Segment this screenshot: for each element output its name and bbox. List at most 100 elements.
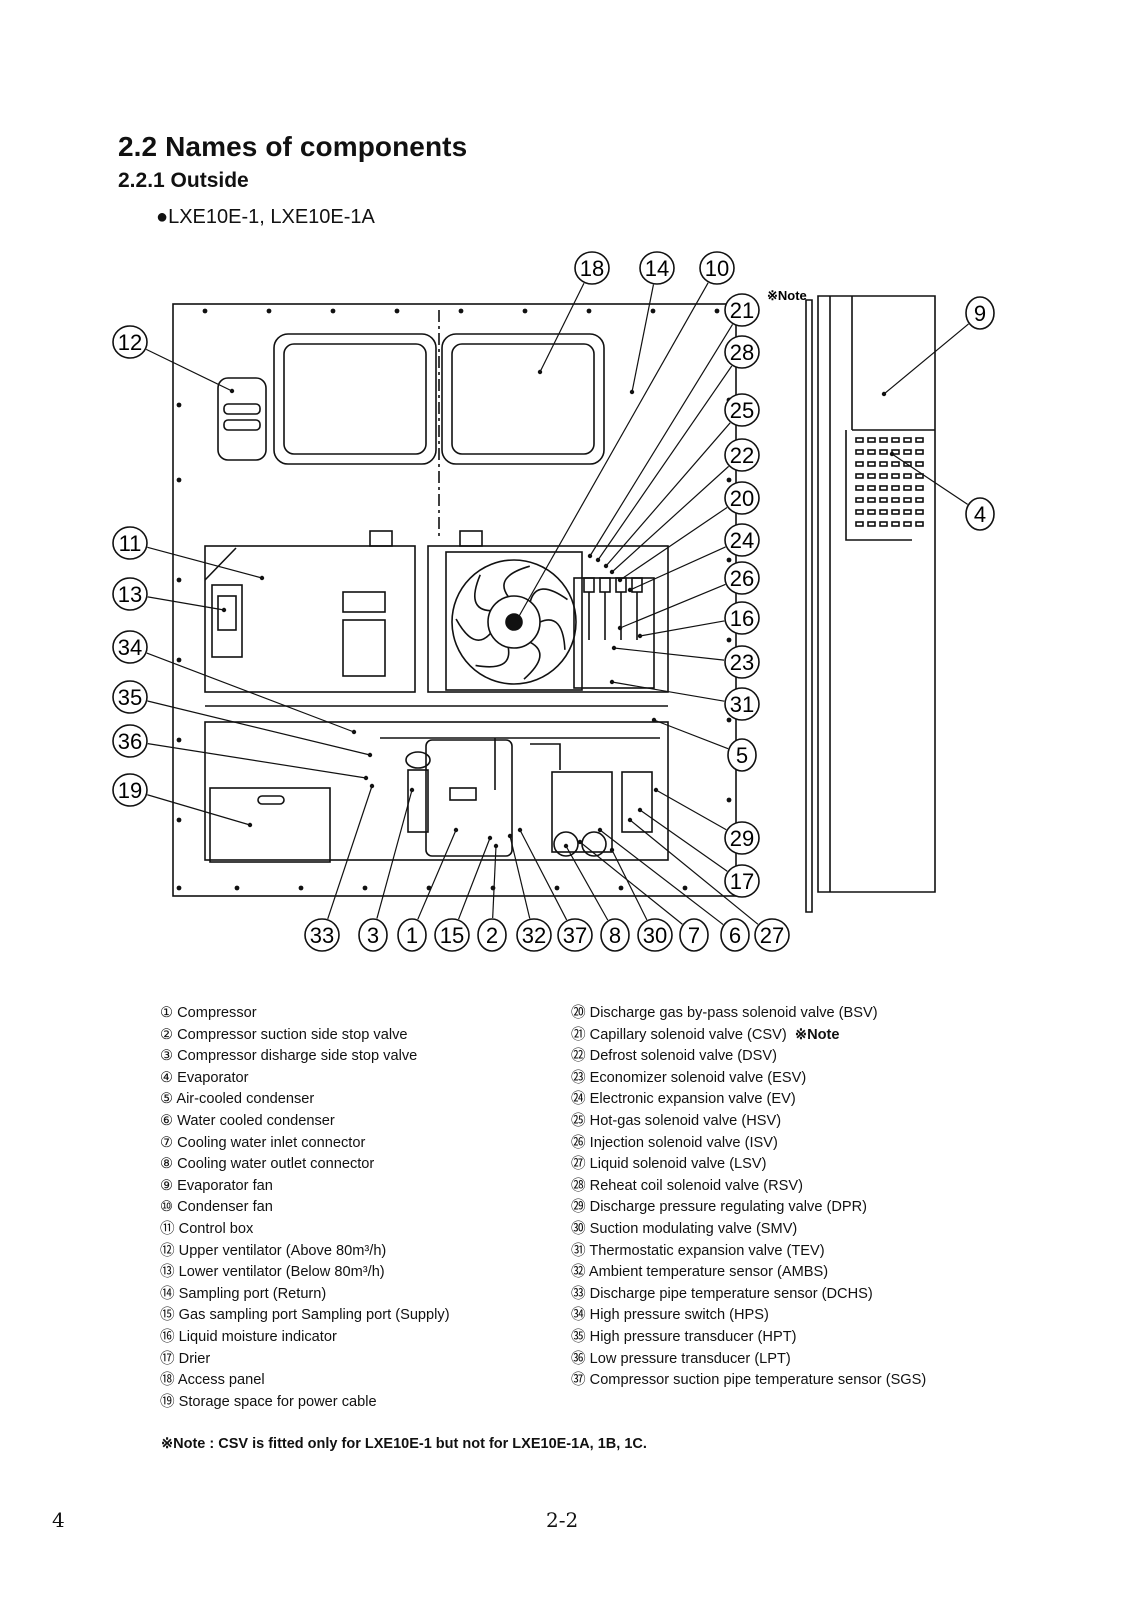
list-item: ㉔ Electronic expansion valve (EV) — [571, 1091, 796, 1108]
callout-30: 30 — [637, 918, 673, 952]
list-item: ⑱ Access panel — [160, 1372, 265, 1389]
list-item: ㉙ Discharge pressure regulating valve (D… — [571, 1199, 868, 1216]
list-item: ㉖ Injection solenoid valve (ISV) — [571, 1134, 778, 1151]
callout-23: 23 — [724, 645, 760, 679]
list-item: ㉗ Liquid solenoid valve (LSV) — [571, 1156, 767, 1173]
callout-2: 2 — [477, 918, 507, 952]
svg-text:10: 10 — [705, 256, 729, 281]
callout-3: 3 — [358, 918, 388, 952]
callout-1: 1 — [397, 918, 427, 952]
upper-ventilator — [217, 377, 267, 461]
svg-text:3: 3 — [367, 923, 379, 948]
control-box — [204, 545, 416, 693]
list-item: ⑯ Liquid moisture indicator — [160, 1328, 337, 1345]
front-panel — [172, 303, 737, 897]
component-list-left: ① Compressor ② Compressor suction side s… — [160, 1003, 450, 1413]
list-item: ㉑ Capillary solenoid valve (CSV) ※Note — [571, 1026, 840, 1043]
svg-text:16: 16 — [730, 606, 754, 631]
svg-text:29: 29 — [730, 826, 754, 851]
callout-32: 32 — [516, 918, 552, 952]
svg-text:18: 18 — [580, 256, 604, 281]
svg-text:24: 24 — [730, 528, 754, 553]
svg-text:35: 35 — [118, 685, 142, 710]
callout-37: 37 — [557, 918, 593, 952]
svg-text:8: 8 — [609, 923, 621, 948]
svg-text:6: 6 — [729, 923, 741, 948]
svg-text:25: 25 — [730, 398, 754, 423]
callout-26: 26 — [724, 561, 760, 595]
list-item: ⑰ Drier — [160, 1350, 211, 1367]
callout-9: 9 — [965, 296, 995, 330]
svg-text:7: 7 — [688, 923, 700, 948]
list-item: ㊱ Low pressure transducer (LPT) — [571, 1350, 791, 1367]
list-item: ㉘ Reheat coil solenoid valve (RSV) — [571, 1177, 803, 1194]
callout-35: 35 — [112, 680, 148, 714]
svg-text:32: 32 — [522, 923, 546, 948]
svg-text:37: 37 — [563, 923, 587, 948]
callout-12: 12 — [112, 325, 148, 359]
callout-19: 19 — [112, 773, 148, 807]
callout-20: 20 — [724, 481, 760, 515]
svg-text:5: 5 — [736, 743, 748, 768]
svg-text:28: 28 — [730, 340, 754, 365]
callout-31: 31 — [724, 687, 760, 721]
list-item: ⑳ Discharge gas by-pass solenoid valve (… — [571, 1005, 878, 1021]
svg-text:33: 33 — [310, 923, 334, 948]
diagram-note-label: ※Note — [767, 288, 807, 303]
list-item: ⑩ Condenser fan — [160, 1199, 273, 1216]
side-view — [817, 295, 936, 893]
list-item: ⑲ Storage space for power cable — [160, 1393, 377, 1410]
callout-25: 25 — [724, 393, 760, 427]
list-item: ⑪ Control box — [160, 1220, 254, 1237]
callout-33: 33 — [304, 918, 340, 952]
callout-5: 5 — [727, 738, 757, 772]
condenser-fan — [451, 559, 577, 685]
svg-text:22: 22 — [730, 443, 754, 468]
list-item: ② Compressor suction side stop valve — [160, 1026, 408, 1043]
callout-10: 10 — [699, 251, 735, 285]
svg-text:11: 11 — [119, 531, 142, 556]
callout-29: 29 — [724, 821, 760, 855]
callout-17: 17 — [724, 864, 760, 898]
svg-text:21: 21 — [730, 298, 754, 323]
callout-11: 11 — [112, 526, 148, 560]
svg-text:15: 15 — [440, 923, 464, 948]
svg-text:2: 2 — [486, 923, 498, 948]
list-item: ⑤ Air-cooled condenser — [160, 1091, 315, 1108]
callout-24: 24 — [724, 523, 760, 557]
svg-text:1: 1 — [406, 923, 418, 948]
list-item: ⑧ Cooling water outlet connector — [160, 1156, 375, 1173]
list-item: ㉝ Discharge pipe temperature sensor (DCH… — [571, 1285, 873, 1302]
list-item: ㉚ Suction modulating valve (SMV) — [571, 1220, 798, 1237]
condenser-fan-housing — [427, 545, 669, 693]
list-item: ㉜ Ambient temperature sensor (AMBS) — [571, 1264, 829, 1281]
callout-6: 6 — [720, 918, 750, 952]
list-item: ㉛ Thermostatic expansion valve (TEV) — [571, 1242, 825, 1259]
list-item: ㉟ High pressure transducer (HPT) — [571, 1328, 797, 1345]
callout-14: 14 — [639, 251, 675, 285]
svg-text:19: 19 — [118, 778, 142, 803]
svg-text:31: 31 — [730, 692, 754, 717]
csv-note-mark: ※Note — [794, 1026, 840, 1043]
list-item: ③ Compressor disharge side stop valve — [160, 1048, 418, 1065]
callout-36: 36 — [112, 724, 148, 758]
svg-text:4: 4 — [974, 502, 986, 527]
subsection-title: 2.2.1 Outside — [118, 169, 249, 192]
svg-text:13: 13 — [118, 582, 142, 607]
access-window-right — [441, 333, 605, 465]
compressor — [425, 739, 513, 857]
model-line: ●LXE10E-1, LXE10E-1A — [156, 206, 375, 228]
svg-text:20: 20 — [730, 486, 754, 511]
list-item: ⑦ Cooling water inlet connector — [160, 1134, 366, 1151]
page-number: 2-2 — [546, 1508, 579, 1532]
list-item: ⑮ Gas sampling port Sampling port (Suppl… — [160, 1307, 450, 1324]
page-number-left: 4 — [52, 1508, 65, 1532]
list-item: ⑥ Water cooled condenser — [160, 1112, 335, 1129]
svg-text:12: 12 — [118, 330, 142, 355]
storage-space — [209, 787, 331, 863]
callout-7: 7 — [679, 918, 709, 952]
callout-8: 8 — [600, 918, 630, 952]
footnote: ※Note : CSV is fitted only for LXE10E-1 … — [161, 1436, 647, 1452]
list-item: ㉒ Defrost solenoid valve (DSV) — [571, 1048, 778, 1065]
list-item: ㉞ High pressure switch (HPS) — [571, 1307, 769, 1324]
